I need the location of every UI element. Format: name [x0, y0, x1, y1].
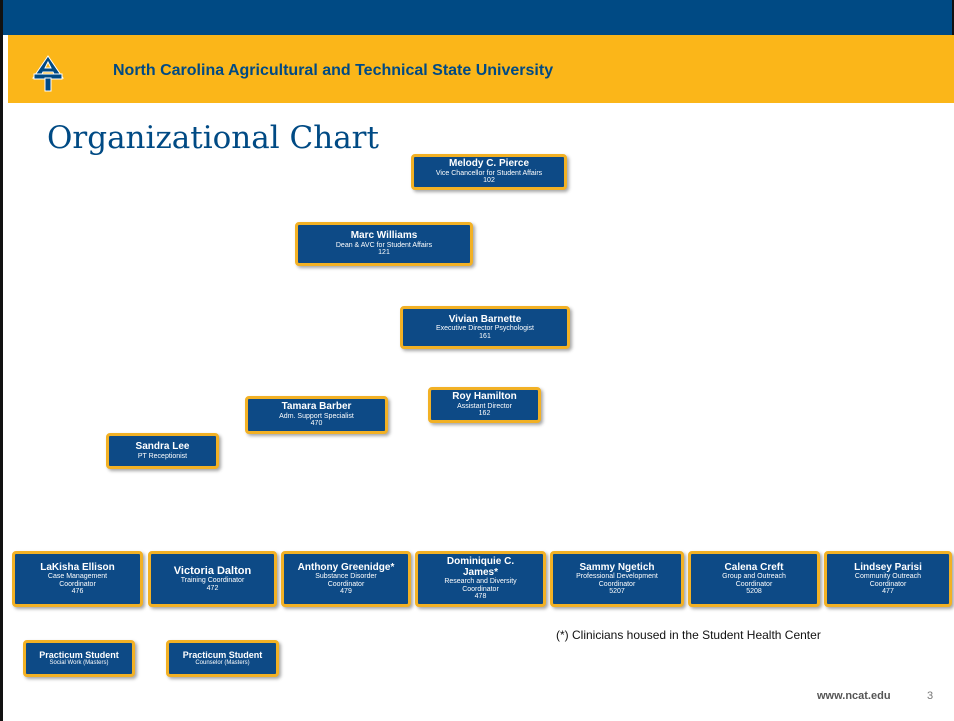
footer-url[interactable]: www.ncat.edu [817, 690, 891, 702]
org-name: Roy Hamilton [452, 391, 517, 403]
org-name: Dominiquie C. James* [446, 556, 515, 578]
header-band [8, 35, 954, 103]
org-role: Vice Chancellor for Student Affairs [435, 169, 543, 177]
org-role: PT Receptionist [137, 452, 188, 460]
org-name: Lindsey Parisi [854, 561, 922, 573]
org-ext: 479 [340, 587, 352, 595]
org-name: Victoria Dalton [173, 564, 252, 577]
org-role: Coordinator [869, 580, 907, 588]
left-border [0, 35, 3, 721]
org-box-greenidge: Anthony Greenidge* Substance Disorder Co… [281, 551, 411, 607]
top-bar [0, 0, 954, 35]
org-ext: 102 [483, 177, 495, 185]
org-role: Substance Disorder [315, 573, 377, 581]
org-role: Group and Outreach [722, 573, 786, 581]
org-role: Dean & AVC for Student Affairs [335, 241, 433, 249]
org-box-creft: Calena Creft Group and Outreach Coordina… [688, 551, 820, 607]
org-name: LaKisha Ellison [40, 561, 115, 573]
org-box-james: Dominiquie C. James* Research and Divers… [415, 551, 546, 607]
org-role: Executive Director Psychologist [435, 325, 535, 333]
org-role: Coordinator [59, 580, 96, 588]
org-name: Vivian Barnette [448, 313, 522, 325]
org-ext: 162 [478, 410, 491, 418]
org-name: Practicum Student [39, 649, 119, 660]
org-name: Calena Creft [724, 561, 784, 573]
org-role: Adm. Support Specialist [279, 412, 354, 420]
org-role: Training Coordinator [180, 577, 245, 585]
org-ext: 478 [474, 593, 487, 601]
org-box-williams: Marc Williams Dean & AVC for Student Aff… [295, 222, 473, 266]
org-name: Anthony Greenidge* [297, 561, 395, 573]
org-role: Coordinator [327, 580, 365, 588]
ncat-aggies-logo-icon [32, 55, 64, 92]
org-box-ngetich: Sammy Ngetich Professional Development C… [550, 551, 684, 607]
org-ext: 476 [71, 587, 84, 595]
org-box-lee: Sandra Lee PT Receptionist [106, 433, 219, 469]
org-name: Marc Williams [350, 230, 418, 242]
org-box-practicum-social-work: Practicum Student Social Work (Masters) [23, 640, 135, 677]
org-role: Case Management [47, 573, 108, 581]
org-ext: 472 [206, 584, 219, 592]
org-role: Social Work (Masters) [49, 660, 109, 667]
org-name: Sandra Lee [135, 441, 190, 453]
page-title: Organizational Chart [47, 120, 379, 156]
org-role: Assistant Director [457, 402, 512, 410]
org-box-pierce: Melody C. Pierce Vice Chancellor for Stu… [411, 154, 567, 190]
org-role: Research and Diversity [444, 578, 517, 586]
clinician-note: (*) Clinicians housed in the Student Hea… [556, 628, 821, 642]
org-role: Coordinator [462, 585, 499, 593]
org-ext: 121 [378, 249, 390, 257]
org-box-barnette: Vivian Barnette Executive Director Psych… [400, 306, 570, 349]
org-role: Professional Development [576, 573, 658, 581]
org-name: Practicum Student [182, 649, 263, 660]
org-ext: 470 [310, 420, 323, 428]
org-box-barber: Tamara Barber Adm. Support Specialist 47… [245, 396, 388, 434]
org-role: Counselor (Masters) [195, 660, 250, 667]
university-name: North Carolina Agricultural and Technica… [113, 62, 554, 79]
org-box-ellison: LaKisha Ellison Case Management Coordina… [12, 551, 143, 607]
org-box-practicum-counselor: Practicum Student Counselor (Masters) [166, 640, 279, 677]
org-box-dalton: Victoria Dalton Training Coordinator 472 [148, 551, 277, 607]
org-name: Melody C. Pierce [448, 158, 530, 170]
org-box-parisi: Lindsey Parisi Community Outreach Coordi… [824, 551, 952, 607]
page-number: 3 [927, 690, 934, 702]
org-role: Community Outreach [854, 573, 922, 581]
org-box-hamilton: Roy Hamilton Assistant Director 162 [428, 387, 541, 423]
org-name: Tamara Barber [281, 401, 352, 413]
org-ext: 5208 [746, 587, 762, 595]
org-ext: 5207 [609, 587, 625, 595]
org-ext: 477 [882, 587, 894, 595]
org-role: Coordinator [735, 580, 773, 588]
org-name: Sammy Ngetich [579, 561, 655, 573]
org-role: Coordinator [598, 580, 636, 588]
org-ext: 161 [479, 332, 491, 340]
